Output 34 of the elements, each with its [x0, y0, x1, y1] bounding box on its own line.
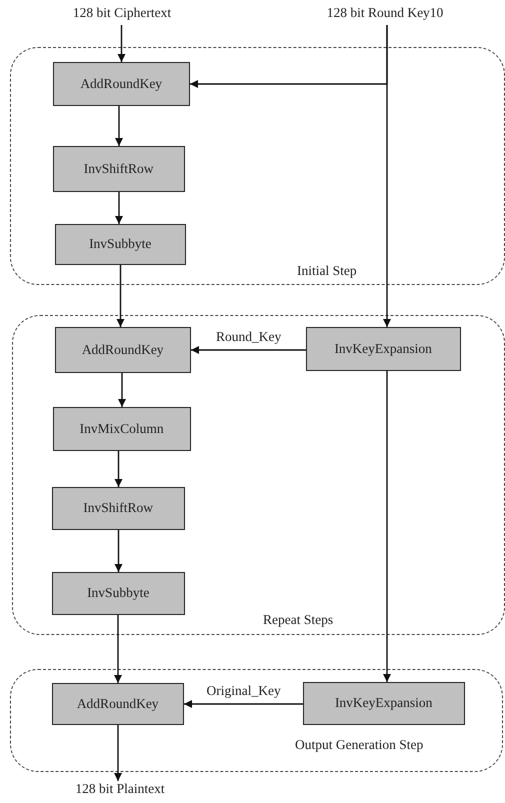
io-label: 128 bit Round Key10 [305, 5, 465, 25]
process-box: InvMixColumn [52, 406, 191, 451]
arrow [116, 265, 124, 327]
group-label: Repeat Steps [263, 612, 334, 628]
arrow [114, 615, 122, 683]
process-box: InvKeyExpansion [306, 326, 461, 371]
group-label: Output Generation Step [295, 737, 424, 753]
arrow [114, 725, 122, 781]
arrow [114, 451, 122, 487]
process-box: InvSubbyte [54, 224, 186, 265]
arrow [184, 700, 303, 708]
process-box: InvShiftRow [52, 146, 185, 192]
process-box: InvKeyExpansion [302, 682, 465, 725]
arrow [114, 530, 122, 572]
process-box: InvShiftRow [52, 486, 185, 530]
process-box: AddRoundKey [54, 326, 191, 373]
edge-label: Round_Key [214, 329, 284, 345]
arrow [383, 371, 391, 682]
stage-group [12, 315, 505, 635]
arrow [118, 373, 126, 407]
process-box: AddRoundKey [52, 62, 190, 106]
arrow [191, 346, 306, 354]
group-label: Initial Step [297, 263, 357, 279]
arrow [115, 106, 123, 146]
io-label: 128 bit Plaintext [55, 781, 185, 801]
arrow [383, 25, 391, 327]
process-box: InvSubbyte [52, 572, 185, 615]
arrow [118, 25, 126, 62]
stage-group [10, 47, 505, 285]
stage-group [10, 669, 503, 772]
process-box: AddRoundKey [52, 682, 184, 725]
io-label: 128 bit Ciphertext [52, 5, 192, 25]
edge-label: Original_Key [204, 683, 283, 699]
arrow [115, 192, 123, 224]
